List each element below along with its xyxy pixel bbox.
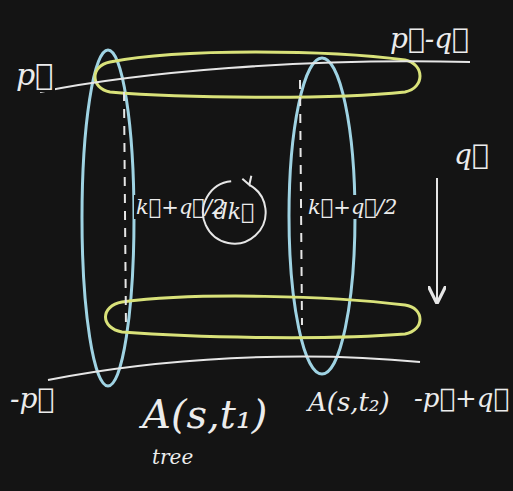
label-text: tree bbox=[150, 445, 195, 469]
dashed-rung-right bbox=[300, 80, 302, 325]
momentum-label: q⃗ bbox=[452, 140, 491, 171]
label-text: k⃗+q⃗/2 bbox=[134, 195, 227, 219]
subscript-label: tree bbox=[150, 446, 195, 468]
amplitude-label: A(s,t₂) bbox=[306, 388, 392, 417]
top-line bbox=[40, 61, 470, 92]
label-text: k⃗+q⃗/2 bbox=[306, 195, 399, 219]
label-text: A(s,t₁) bbox=[140, 391, 269, 437]
yellow-loop-bottom bbox=[106, 296, 421, 337]
tree-loop-left bbox=[82, 50, 134, 386]
momentum-arrow bbox=[436, 178, 438, 300]
momentum-label: p⃗ bbox=[14, 58, 55, 91]
label-text: p⃗-q⃗ bbox=[388, 22, 471, 55]
loop-integral-circle: dk⃗ bbox=[205, 183, 264, 242]
bottom-line bbox=[48, 356, 420, 380]
loop-momentum-label: k⃗+q⃗/2 bbox=[134, 196, 227, 219]
amplitude-label: A(s,t₁) bbox=[140, 392, 269, 436]
momentum-label: -p⃗+q⃗ bbox=[412, 384, 511, 413]
label-text: q⃗ bbox=[452, 138, 491, 171]
label-text: p⃗ bbox=[14, 57, 55, 92]
dashed-rung-left bbox=[124, 92, 126, 330]
label-text: -p⃗+q⃗ bbox=[412, 383, 511, 413]
yellow-loop-top bbox=[95, 52, 420, 97]
momentum-label: -p⃗ bbox=[8, 384, 56, 415]
arrow-head bbox=[242, 176, 251, 185]
momentum-label: p⃗-q⃗ bbox=[388, 24, 471, 55]
loop-momentum-label: k⃗+q⃗/2 bbox=[306, 196, 399, 219]
node-text: dk⃗ bbox=[212, 200, 257, 224]
label-text: A(s,t₂) bbox=[306, 387, 392, 417]
label-text: -p⃗ bbox=[8, 382, 56, 415]
circular-arrow bbox=[203, 181, 266, 243]
